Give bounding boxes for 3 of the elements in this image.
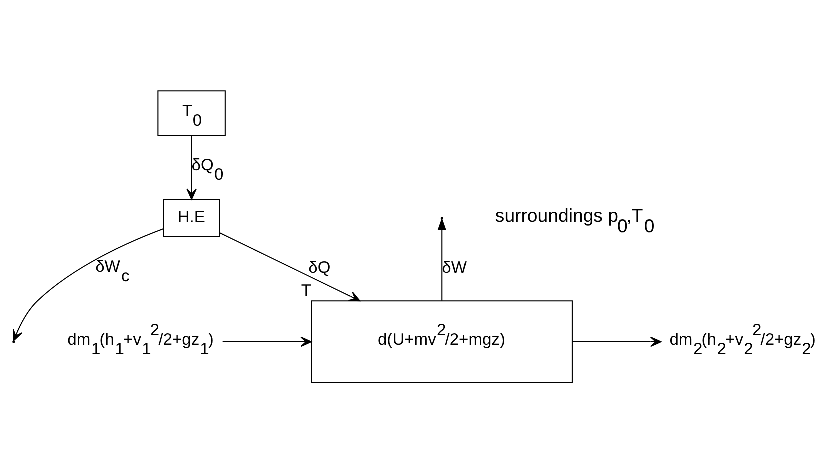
edge-label: δQ <box>308 258 330 276</box>
node-label: T <box>300 280 312 300</box>
edge-label: δW <box>442 258 466 276</box>
